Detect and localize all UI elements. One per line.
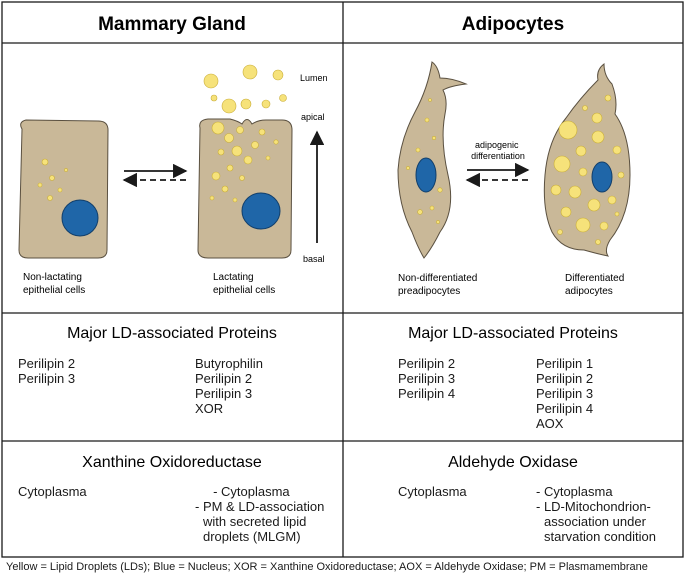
cell-body xyxy=(197,118,293,259)
lipid-droplets xyxy=(406,98,443,224)
lactating-cell xyxy=(197,64,293,259)
nucleus xyxy=(241,192,281,230)
lipid-droplets xyxy=(550,94,625,245)
table-frame xyxy=(1,1,684,558)
xor-title: Xanthine Oxidoreductase xyxy=(82,454,262,471)
nucleus xyxy=(61,199,99,237)
preadipocyte-label: Non-differentiated preadipocytes xyxy=(398,273,480,297)
adipogenic-label: adipogenic differentiation xyxy=(471,140,525,161)
mammary-arrows xyxy=(122,163,188,188)
preadipocyte-cell xyxy=(397,61,468,259)
lactating-label: Lactating epithelial cells xyxy=(213,272,275,296)
cell-body xyxy=(397,61,468,259)
cell-body xyxy=(18,119,109,259)
legend-footnote: Yellow = Lipid Droplets (LDs); Blue = Nu… xyxy=(6,561,648,573)
adipocyte-proteins-right: Perilipin 1 Perilipin 2 Perilipin 3 Peri… xyxy=(536,356,597,431)
lipid-droplets xyxy=(209,121,279,203)
nucleus xyxy=(591,161,613,193)
adipogenic-arrows xyxy=(465,162,530,188)
aox-title: Aldehyde Oxidase xyxy=(448,454,578,471)
apical-label: apical xyxy=(301,112,325,122)
lumen-droplets xyxy=(203,64,287,114)
non-lactating-label: Non-lactating epithelial cells xyxy=(23,272,85,296)
adipocyte-proteins-left: Perilipin 2 Perilipin 3 Perilipin 4 xyxy=(398,356,459,401)
nucleus xyxy=(415,157,437,193)
mammary-proteins-title: Major LD-associated Proteins xyxy=(67,325,277,342)
xor-location-right: - Cytoplasma - PM & LD-association with … xyxy=(195,484,342,544)
basal-label: basal xyxy=(303,254,325,264)
aox-location-right: - Cytoplasma - LD-Mitochondrion- associa… xyxy=(536,484,656,544)
aox-location-left: Cytoplasma xyxy=(398,484,467,499)
mammary-proteins-right: Butyrophilin Perilipin 2 Perilipin 3 XOR xyxy=(195,356,267,416)
mammary-gland-header: Mammary Gland xyxy=(98,14,246,35)
mammary-proteins-left: Perilipin 2 Perilipin 3 xyxy=(18,356,79,386)
non-lactating-cell xyxy=(18,119,109,259)
adipocyte-label: Differentiated adipocytes xyxy=(565,273,627,297)
lumen-label: Lumen xyxy=(300,73,328,83)
adipocytes-header: Adipocytes xyxy=(462,14,564,35)
lipid-droplets xyxy=(37,158,68,201)
xor-location-left: Cytoplasma xyxy=(18,484,87,499)
adipocyte-cell xyxy=(543,62,631,257)
adipocyte-proteins-title: Major LD-associated Proteins xyxy=(408,325,618,342)
